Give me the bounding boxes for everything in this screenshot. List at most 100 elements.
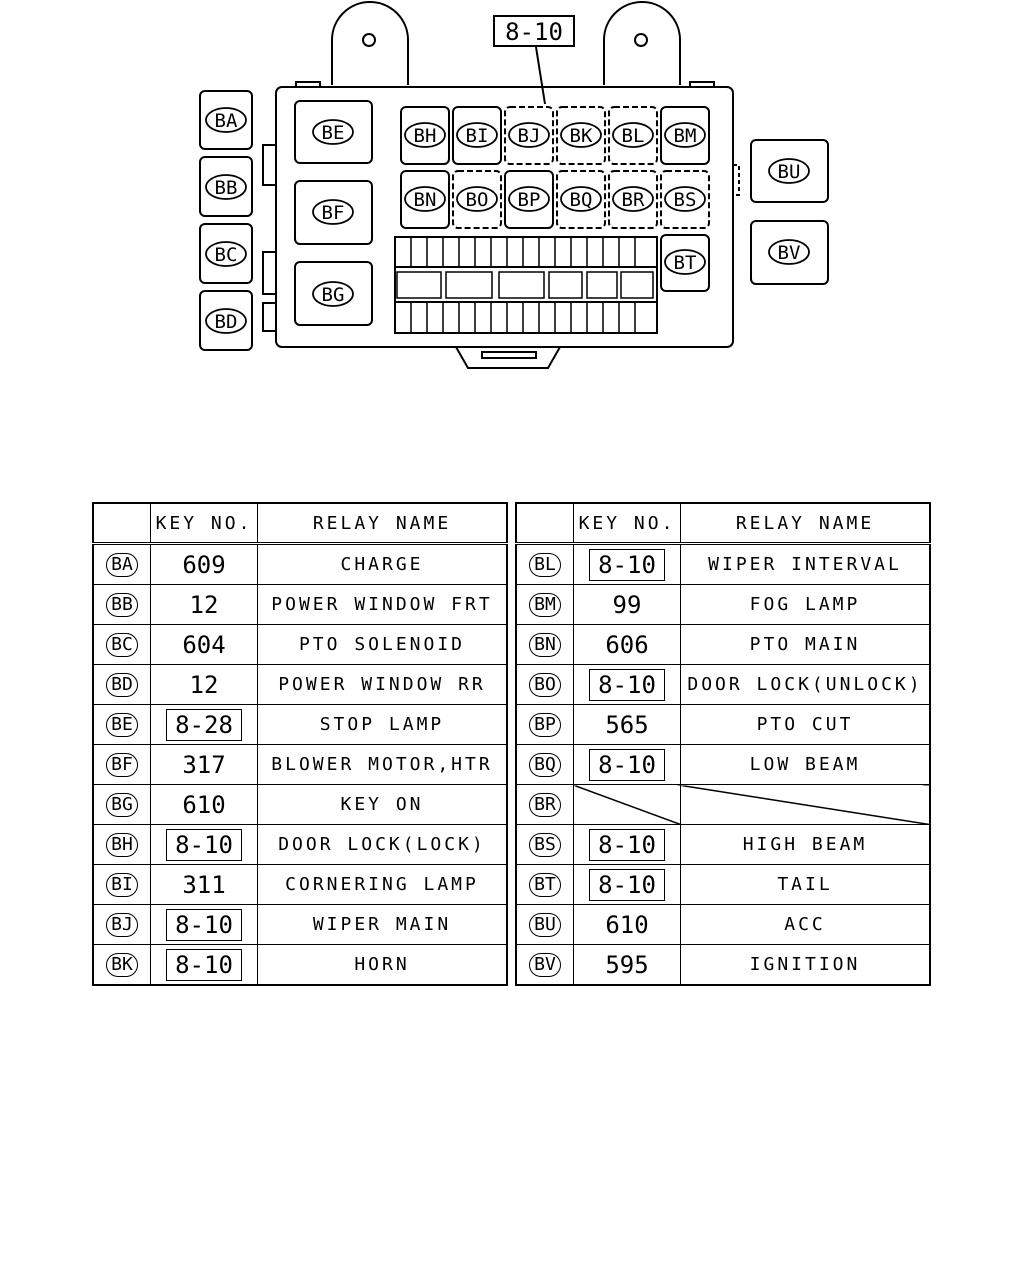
relay-id-badge: BF <box>106 752 138 777</box>
key-number: 8-28 <box>166 708 242 741</box>
relay-id-badge: BQ <box>529 752 561 777</box>
callout-label: 8-10 <box>505 18 563 46</box>
relay-name: WIPER INTERVAL <box>680 543 931 585</box>
empty-cell <box>573 784 681 825</box>
key-number: 595 <box>605 950 649 979</box>
key-number: 8-10 <box>166 948 242 981</box>
relay-name: WIPER MAIN <box>257 904 508 945</box>
table-row: BQ 8-10 LOW BEAM <box>515 744 931 785</box>
key-number: 610 <box>605 910 649 939</box>
relay-id-badge: BM <box>529 592 561 617</box>
table-row: BE 8-28 STOP LAMP <box>92 704 508 745</box>
relay-label-text: BA <box>215 110 238 132</box>
key-no-header: KEY NO. <box>573 502 681 545</box>
relay-name: IGNITION <box>680 944 931 986</box>
table-row: BL 8-10 WIPER INTERVAL <box>515 543 931 585</box>
relay-name: HIGH BEAM <box>680 824 931 865</box>
relay-label-text: BH <box>414 125 437 147</box>
relay-name: ACC <box>680 904 931 945</box>
relay-label: BS <box>664 186 706 212</box>
key-number: 610 <box>182 790 226 819</box>
relay-label: BO <box>456 186 498 212</box>
key-number: 8-10 <box>166 908 242 941</box>
right-mount-ear <box>603 1 681 85</box>
relay-label: BC <box>205 241 247 267</box>
table-header-row: KEY NO. RELAY NAME <box>515 502 931 545</box>
relay-id-badge: BR <box>529 792 561 817</box>
relay-label: BV <box>768 239 810 265</box>
relay-label: BB <box>205 174 247 200</box>
relay-name: PTO CUT <box>680 704 931 745</box>
relay-name: FOG LAMP <box>680 584 931 625</box>
relay-label-text: BN <box>414 189 437 211</box>
relay-name: STOP LAMP <box>257 704 508 745</box>
relay-id-badge: BC <box>106 632 138 657</box>
key-number: 12 <box>189 670 219 699</box>
relay-name: PTO SOLENOID <box>257 624 508 665</box>
key-no-header: KEY NO. <box>150 502 258 545</box>
relay-label-text: BF <box>322 202 345 224</box>
relay-label-text: BM <box>674 125 697 147</box>
relay-id-badge: BS <box>529 832 561 857</box>
relay-name: POWER WINDOW RR <box>257 664 508 705</box>
relay-label-text: BG <box>322 284 345 306</box>
key-number: 8-10 <box>589 668 665 701</box>
relay-label-text: BL <box>622 125 645 147</box>
relay-label: BF <box>312 199 354 225</box>
key-number: 8-10 <box>589 548 665 581</box>
relay-name-header: RELAY NAME <box>257 502 508 545</box>
relay-name: HORN <box>257 944 508 986</box>
relay-label-text: BI <box>466 125 489 147</box>
relay-label-text: BR <box>622 189 645 211</box>
relay-name: CHARGE <box>257 543 508 585</box>
relay-label-text: BJ <box>518 125 541 147</box>
key-number: 604 <box>182 630 226 659</box>
table-row: BC 604 PTO SOLENOID <box>92 624 508 665</box>
relay-id-badge: BT <box>529 872 561 897</box>
callout-box <box>493 15 575 47</box>
relay-label-text: BB <box>215 177 238 199</box>
relay-label-text: BV <box>778 242 801 264</box>
relay-id-badge: BL <box>529 552 561 577</box>
relay-name: DOOR LOCK(LOCK) <box>257 824 508 865</box>
table-row: BR <box>515 784 931 825</box>
relay-label-text: BO <box>466 189 489 211</box>
relay-label: BA <box>205 107 247 133</box>
relay-name: LOW BEAM <box>680 744 931 785</box>
key-number: 12 <box>189 590 219 619</box>
relay-label-text: BP <box>518 189 541 211</box>
key-number: 8-10 <box>589 748 665 781</box>
relay-id-badge: BV <box>529 952 561 977</box>
relay-label: BK <box>560 122 602 148</box>
relay-box-housing <box>275 86 734 348</box>
relay-label: BR <box>612 186 654 212</box>
relay-id-badge: BA <box>106 552 138 577</box>
relay-label: BP <box>508 186 550 212</box>
relay-id-badge: BN <box>529 632 561 657</box>
relay-name: DOOR LOCK(UNLOCK) <box>680 664 931 705</box>
relay-label: BM <box>664 122 706 148</box>
relay-label: BJ <box>508 122 550 148</box>
key-number: 8-10 <box>166 828 242 861</box>
bottom-connector <box>455 346 561 369</box>
relay-label: BT <box>664 249 706 275</box>
relay-id-badge: BE <box>106 712 138 737</box>
relay-id-badge: BK <box>106 952 138 977</box>
relay-label-text: BU <box>778 161 801 183</box>
empty-cell <box>680 784 931 825</box>
key-number: 565 <box>605 710 649 739</box>
relay-name: PTO MAIN <box>680 624 931 665</box>
